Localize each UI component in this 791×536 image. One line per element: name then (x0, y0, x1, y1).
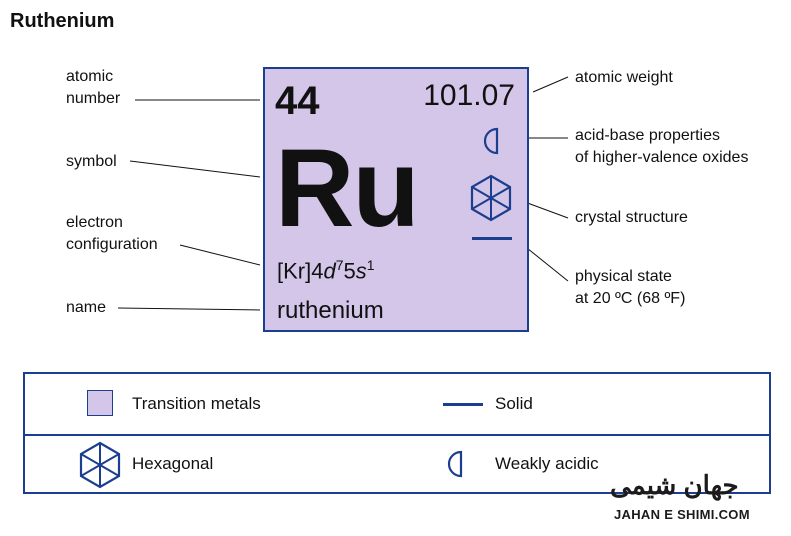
half-circle-icon (483, 127, 499, 155)
solid-legend-icon (443, 403, 483, 406)
legend-acidity: Weakly acidic (495, 454, 599, 473)
label-state-line2: at 20 ºC (68 ºF) (575, 290, 686, 307)
legend-state: Solid (495, 394, 533, 413)
legend-category: Transition metals (132, 394, 261, 413)
label-atomic-weight: atomic weight (575, 69, 673, 86)
label-name: name (66, 299, 107, 316)
label-state-line1: physical state (575, 268, 672, 285)
leader-atomic-weight (532, 76, 569, 93)
atomic-weight: 101.07 (423, 79, 515, 112)
half-circle-legend-icon (447, 450, 463, 478)
config-s-exp: 1 (366, 257, 375, 273)
page-title: Ruthenium (10, 10, 115, 32)
hexagon-legend-icon (79, 441, 121, 489)
leader-name (117, 307, 261, 311)
config-prefix: [Kr]4 (277, 258, 324, 284)
label-electron-line2: configuration (66, 236, 158, 253)
element-card: 44 101.07 Ru [Kr]4d75s1 ruthenium (263, 67, 529, 332)
leader-symbol (129, 160, 261, 178)
config-mid: 5 (343, 258, 356, 284)
electron-configuration: [Kr]4d75s1 (277, 257, 375, 284)
label-atomic-number-line1: atomic (66, 68, 114, 85)
legend-box: Transition metals Solid Hexagonal Weakly… (23, 372, 771, 494)
hexagon-crystal-icon (470, 174, 512, 222)
leader-electron-config (179, 244, 261, 266)
watermark-site: JAHAN E SHIMI.COM (614, 507, 750, 522)
label-atomic-number-line2: number (66, 90, 121, 107)
label-physical-state: physical state at 20 ºC (68 ºF) (575, 266, 685, 310)
label-electron-configuration: electron configuration (66, 212, 158, 256)
legend-divider (25, 434, 769, 436)
legend-crystal: Hexagonal (132, 454, 214, 473)
element-name: ruthenium (277, 297, 384, 324)
label-crystal-structure: crystal structure (575, 209, 688, 226)
config-d-exp: 7 (335, 257, 344, 273)
transition-metals-swatch (87, 390, 113, 416)
label-acid-base-line2: of higher-valence oxides (575, 149, 749, 166)
label-atomic-number: atomic number (66, 66, 120, 110)
solid-bar-icon (472, 237, 512, 240)
label-acid-base-line1: acid-base properties (575, 127, 720, 144)
config-d: d (323, 258, 336, 284)
watermark-logo: جهان شیمی (610, 470, 739, 500)
config-s: s (355, 258, 367, 284)
label-symbol: symbol (66, 153, 117, 170)
label-acid-base: acid-base properties of higher-valence o… (575, 125, 748, 169)
element-symbol: Ru (275, 127, 420, 250)
label-electron-line1: electron (66, 214, 123, 231)
atomic-number: 44 (275, 79, 320, 123)
